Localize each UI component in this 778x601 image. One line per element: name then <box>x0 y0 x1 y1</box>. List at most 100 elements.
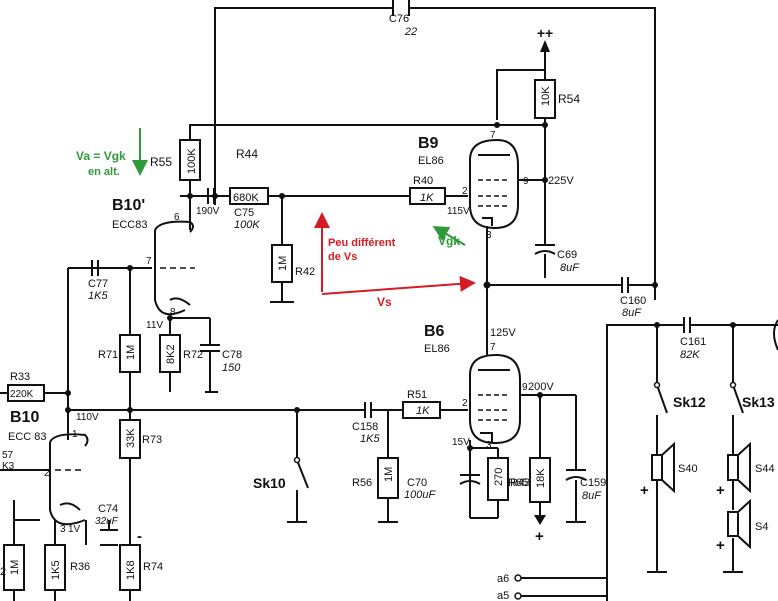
b10-pin3: 3 <box>60 524 66 535</box>
p57b-label: K3 <box>2 461 15 472</box>
vs-arrow <box>321 275 476 295</box>
c75-value: 100K <box>234 219 260 231</box>
r56-value: 1M <box>383 467 395 482</box>
v1v: 1V <box>68 524 81 535</box>
r40-label: R40 <box>413 175 433 187</box>
b6-pin7: 7 <box>490 342 496 353</box>
b10-prime-label: B10' <box>112 197 145 214</box>
r-left-body <box>3 544 25 591</box>
r72-body <box>159 334 181 373</box>
r65-caption: R65 <box>508 477 528 489</box>
b10-pin2: 2 <box>44 468 50 479</box>
vgk-arrow <box>432 225 466 246</box>
pin7: 7 <box>146 256 152 267</box>
b9-type: EL86 <box>418 155 444 167</box>
c77-value: 1K5 <box>88 290 108 302</box>
pin8: 8 <box>170 307 176 318</box>
r55-value: 100K <box>186 148 198 174</box>
plus-s44: + <box>716 482 725 499</box>
vgk-text: Vgk <box>438 234 460 248</box>
c160-value: 8uF <box>622 307 642 319</box>
r54-label: R54 <box>558 92 580 106</box>
r42-body <box>271 244 293 283</box>
c159-value: 8uF <box>582 490 602 502</box>
a5-label: a5 <box>497 590 509 601</box>
s40-label: S40 <box>678 463 698 475</box>
b6-label: B6 <box>424 323 445 340</box>
r43-label: R43 <box>510 477 530 489</box>
r42-label: R42 <box>295 266 315 278</box>
plus-r65: + <box>535 528 544 545</box>
r73-label: R73 <box>142 434 162 446</box>
r73-value: 33K <box>125 428 137 448</box>
b9-pin3: 3 <box>486 230 492 241</box>
en-alt-text: en alt. <box>88 166 120 178</box>
v115: 115V <box>447 206 470 217</box>
b10-label: B10 <box>10 409 39 426</box>
plus-s4x: + <box>716 537 725 554</box>
r51-body <box>402 401 441 419</box>
v200: 200V <box>528 381 554 393</box>
r43-body <box>487 457 509 501</box>
plus-s40: + <box>640 482 649 499</box>
r54-body <box>534 79 556 119</box>
c69-value: 8uF <box>560 262 580 274</box>
b9-label: B9 <box>418 135 439 152</box>
minus-c74: - <box>137 528 142 545</box>
c161-value: 82K <box>680 349 700 361</box>
r43-value: 270 <box>493 468 505 486</box>
c70-value: 100uF <box>404 489 436 501</box>
annotations: Va = Vgk en alt. Vgk Peu différent de Vs… <box>76 128 476 309</box>
r56-label: R56 <box>352 477 372 489</box>
c76-value: 22 <box>404 26 417 38</box>
r54-value: 10K <box>540 86 552 106</box>
c69-label: C69 <box>557 249 577 261</box>
v125: 125V <box>490 327 516 339</box>
v15: 15V <box>452 437 470 448</box>
resistors <box>3 79 556 591</box>
r55-body <box>179 139 201 181</box>
r33-body <box>7 384 45 402</box>
b9-pin9: 9 <box>523 176 529 187</box>
b6-pin3: 3 <box>486 440 492 451</box>
pin6: 6 <box>174 212 180 223</box>
c78-label: C78 <box>222 349 242 361</box>
b6-pin9: 9 <box>522 382 528 393</box>
tube-b6 <box>469 353 521 445</box>
tube-b10 <box>49 433 89 526</box>
junction-dots <box>65 122 736 451</box>
capacitors <box>91 188 696 495</box>
switches <box>293 381 744 489</box>
v225: 225V <box>548 175 574 187</box>
b6-pin2: 2 <box>462 398 468 409</box>
r44-value: 680K <box>233 192 259 204</box>
b10-pin1: 1 <box>72 429 78 440</box>
r44-body <box>229 187 269 205</box>
c161-label: C161 <box>680 336 706 348</box>
v190: 190V <box>196 206 220 217</box>
r36-body <box>44 544 66 591</box>
r71-body <box>119 334 141 373</box>
r33-value: 220K <box>10 389 34 400</box>
r40-body <box>409 187 446 205</box>
c158-label: C158 <box>352 421 378 433</box>
r56-body <box>377 457 399 499</box>
s4x-label: S4 <box>755 521 768 533</box>
r65-value: 18K <box>535 468 547 488</box>
r44-label: R44 <box>236 147 258 161</box>
r-left-value: 1M <box>9 560 21 575</box>
r33-label: R33 <box>10 371 30 383</box>
r73-body <box>119 419 141 459</box>
r71-label: R71 <box>98 349 118 361</box>
c158-value: 1K5 <box>360 433 380 445</box>
b10-type: ECC 83 <box>8 431 47 443</box>
c74-label: C74 <box>98 503 118 515</box>
c77-label: C77 <box>88 278 108 290</box>
r72-value: 8K2 <box>165 344 177 364</box>
va-vgk-text: Va = Vgk <box>76 149 126 163</box>
speakers <box>651 441 751 550</box>
v11: 11V <box>146 320 163 331</box>
sk10-label: Sk10 <box>253 475 286 491</box>
c74-value: 32uF <box>95 516 119 527</box>
